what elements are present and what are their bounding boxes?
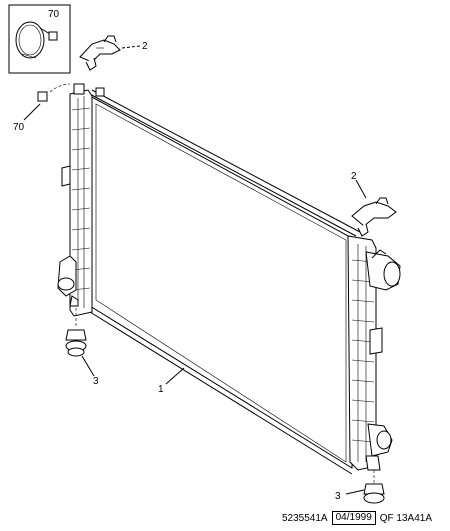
callout-kit-box: 70 xyxy=(48,9,60,20)
mount-bottom: 3 xyxy=(335,470,385,504)
clip-right: 2 xyxy=(351,171,397,237)
footer-code: QF 13A41A xyxy=(379,512,433,524)
bracket-clip-left: 70 xyxy=(13,83,71,133)
radiator-callout: 1 xyxy=(158,367,185,395)
footer-reference-number: 5235541A xyxy=(282,512,328,524)
callout-bracket-left: 70 xyxy=(13,122,25,133)
callout-mount-left: 3 xyxy=(93,376,99,387)
radiator-body xyxy=(57,83,401,475)
clip-top: 2 xyxy=(79,35,148,71)
footer-reference: 5235541A 04/1999 QF 13A41A xyxy=(282,511,432,525)
callout-clip-top: 2 xyxy=(142,41,148,52)
left-tank xyxy=(57,83,105,317)
callout-clip-right: 2 xyxy=(351,171,357,182)
mount-left: 3 xyxy=(65,308,99,387)
callout-mount-bottom: 3 xyxy=(335,491,341,502)
right-tank xyxy=(347,235,401,471)
kit-box-70: 70 xyxy=(8,4,71,74)
callout-radiator: 1 xyxy=(158,384,164,395)
footer-date: 04/1999 xyxy=(331,511,376,525)
